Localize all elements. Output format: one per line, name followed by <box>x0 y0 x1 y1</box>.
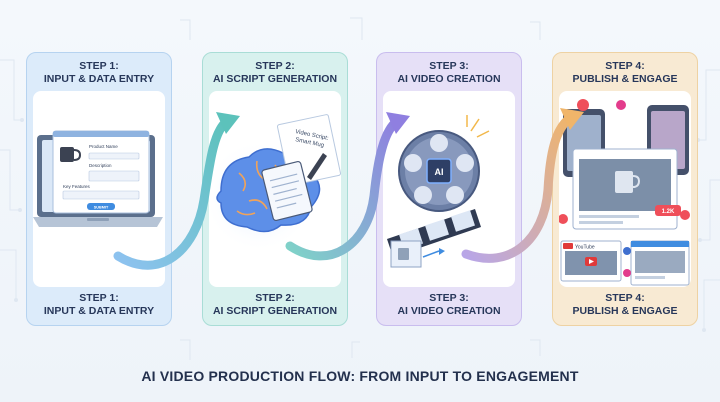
flow-title: AI VIDEO PRODUCTION FLOW: FROM INPUT TO … <box>141 368 579 384</box>
likes-count: 1.2K <box>662 209 675 215</box>
step-3-footer-title: AI VIDEO CREATION <box>397 305 501 317</box>
step-1-footer-number: STEP 1: <box>79 292 119 304</box>
heart-reaction-icon-2 <box>680 210 690 220</box>
step-3-title: AI VIDEO CREATION <box>397 73 501 85</box>
brain-script-illustration: Video Script: Smart Mug <box>209 114 342 252</box>
step-4-title: PUBLISH & ENGAGE <box>572 73 678 85</box>
video-post-card <box>572 148 678 230</box>
step-2-title: AI SCRIPT GENERATION <box>212 73 338 85</box>
step-3-number: STEP 3: <box>429 60 469 72</box>
step-3-footer: STEP 3: AI VIDEO CREATION <box>377 292 521 318</box>
description-label: Description <box>89 163 112 168</box>
step-2-panel: Video Script: Smart Mug <box>209 91 342 287</box>
step-3-panel: AI <box>383 91 515 287</box>
step-3-footer-number: STEP 3: <box>429 292 469 304</box>
youtube-channel-label: YouTube <box>575 245 595 251</box>
film-reel-illustration: AI <box>387 115 490 268</box>
like-badge: 1.2K <box>655 205 681 216</box>
social-post <box>630 240 690 286</box>
script-document: Video Script: Smart Mug <box>261 114 342 222</box>
step-2-footer-title: AI SCRIPT GENERATION <box>212 305 338 317</box>
step-1-header: STEP 1: INPUT & DATA ENTRY <box>27 60 171 86</box>
instagram-icon-2 <box>623 269 631 277</box>
key-features-label: Key Features <box>63 184 91 189</box>
step-2-header: STEP 2: AI SCRIPT GENERATION <box>203 60 347 86</box>
step-2-footer-number: STEP 2: <box>255 292 295 304</box>
step-4-footer-title: PUBLISH & ENGAGE <box>572 305 678 317</box>
ai-badge-text: AI <box>435 167 444 177</box>
step-2-number: STEP 2: <box>255 60 295 72</box>
submit-button: SUBMIT <box>94 205 109 209</box>
step-4-card: STEP 4: PUBLISH & ENGAGE YouTube <box>552 52 698 326</box>
youtube-window: YouTube <box>560 240 622 282</box>
step-4-number: STEP 4: <box>605 60 645 72</box>
step-1-title: INPUT & DATA ENTRY <box>43 73 155 85</box>
step-1-footer: STEP 1: INPUT & DATA ENTRY <box>27 292 171 318</box>
step-4-header: STEP 4: PUBLISH & ENGAGE <box>553 60 697 86</box>
heart-reaction-icon <box>577 99 589 111</box>
product-name-label: Product Name <box>89 144 118 149</box>
step-4-panel: YouTube 1.2K <box>559 91 691 287</box>
social-publish-illustration: YouTube 1.2K <box>559 99 690 286</box>
step-1-card: STEP 1: INPUT & DATA ENTRY Product Name … <box>26 52 172 326</box>
step-4-footer-number: STEP 4: <box>605 292 645 304</box>
laptop-form-illustration: Product Name Description Key Features SU… <box>33 130 163 227</box>
step-3-card: STEP 3: AI VIDEO CREATION AI <box>376 52 522 326</box>
step-2-footer: STEP 2: AI SCRIPT GENERATION <box>203 292 347 318</box>
instagram-icon <box>616 100 626 110</box>
facebook-icon <box>623 247 631 255</box>
step-2-card: STEP 2: AI SCRIPT GENERATION Video Scrip… <box>202 52 348 326</box>
step-1-panel: Product Name Description Key Features SU… <box>33 91 165 287</box>
step-4-footer: STEP 4: PUBLISH & ENGAGE <box>553 292 697 318</box>
film-strip <box>387 209 481 268</box>
step-3-header: STEP 3: AI VIDEO CREATION <box>377 60 521 86</box>
ai-chip-icon: AI <box>426 158 452 184</box>
heart-reaction-icon-3 <box>559 214 568 224</box>
step-1-footer-title: INPUT & DATA ENTRY <box>43 305 155 317</box>
step-1-number: STEP 1: <box>79 60 119 72</box>
